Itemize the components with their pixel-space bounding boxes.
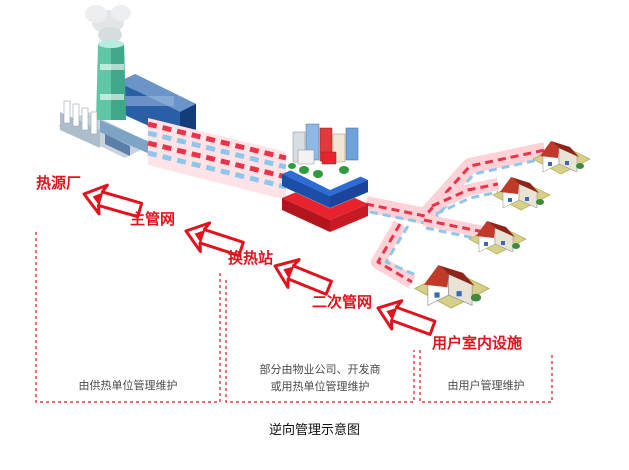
smoke-cloud [85, 5, 131, 43]
label-main-network: 主管网 [130, 210, 176, 228]
note-property-line-1: 部分由物业公司、开发商 [259, 363, 381, 376]
note-supplier-maintained: 由供热单位管理维护 [78, 379, 178, 392]
house-4 [414, 264, 490, 309]
figure-caption: 逆向管理示意图 [268, 423, 360, 438]
note-property-maintained: 部分由物业公司、开发商 或用热单位管理维护 [226, 361, 414, 395]
zone-middle [225, 280, 415, 403]
zone-brackets [35, 232, 553, 403]
note-property-line-2: 或用热单位管理维护 [270, 380, 370, 393]
label-exchange-station: 换热站 [228, 249, 274, 267]
main-pipes [147, 118, 287, 200]
exchange-station [281, 123, 369, 232]
zone-left [35, 232, 221, 403]
heat-plant [58, 40, 196, 158]
label-indoor-facilities: 用户室内设施 [432, 334, 523, 352]
label-heat-plant: 热源厂 [36, 174, 82, 192]
house-2 [492, 176, 551, 211]
zone-right [419, 350, 553, 403]
note-user-maintained: 由用户管理维护 [447, 379, 525, 392]
label-secondary-network: 二次管网 [312, 293, 373, 311]
secondary-pipes [364, 142, 548, 289]
